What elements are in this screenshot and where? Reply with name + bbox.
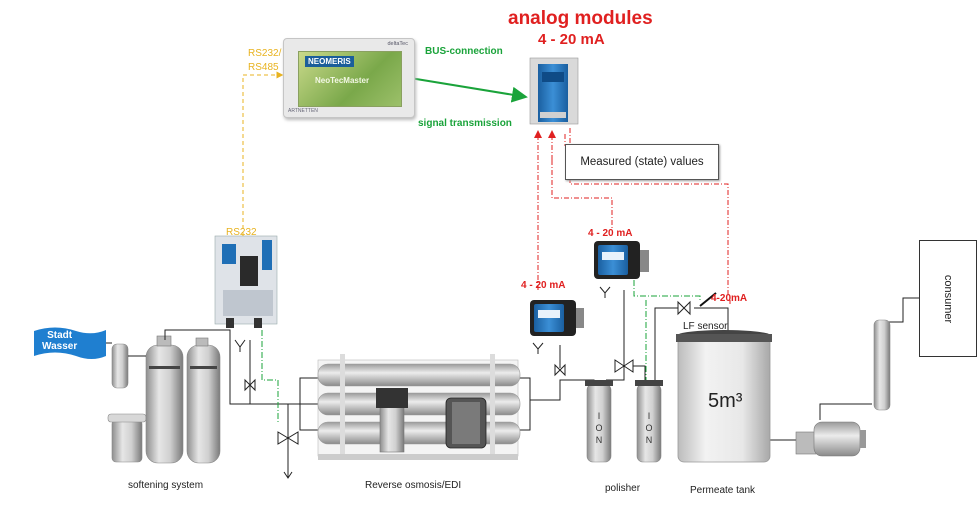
signal-transmission-label: signal transmission (418, 118, 512, 129)
controller-foot: ARTNETTEN (288, 108, 318, 114)
measurement-device-1 (530, 300, 584, 336)
permeate-tank (676, 330, 772, 463)
rs232-label: RS232 (226, 227, 257, 238)
caption-polisher: polisher (605, 483, 641, 494)
ion-letter: N (645, 435, 653, 445)
controller-panel: deltaTec NEOMERIS NeoTecMaster ARTNETTEN (283, 38, 415, 118)
analog-module-device (529, 57, 579, 125)
bus-connection-arrow (394, 67, 528, 103)
rs232-rs485-link (242, 71, 284, 236)
pump (795, 421, 866, 457)
city-water-source (34, 327, 106, 359)
dosing-controller (214, 235, 278, 328)
ion-letter: I (647, 411, 651, 421)
analog-modules-subtitle: 4 - 20 mA (538, 31, 605, 48)
ion-letter: O (645, 423, 653, 433)
ion-label-2: I O N (643, 410, 655, 446)
consumer-box: consumer (919, 240, 977, 357)
drain-symbols (234, 286, 611, 479)
signal-label-2: 4 - 20 mA (588, 228, 633, 239)
caption-reverse-osmosis: Reverse osmosis/EDI (365, 480, 462, 491)
city-water-line2: Wasser (42, 341, 78, 352)
polisher-columns (585, 380, 663, 463)
valves (244, 300, 691, 445)
softening-system (107, 335, 221, 464)
neomeris-logo: NEOMERIS (305, 56, 354, 67)
measurement-device-2 (594, 241, 649, 279)
ion-letter: O (595, 423, 603, 433)
caption-softening: softening system (128, 480, 204, 491)
ion-label-1: I O N (593, 410, 605, 446)
tank-volume: 5m³ (708, 390, 743, 412)
green-signal-lines (261, 280, 701, 424)
consumer-column (873, 319, 891, 411)
ion-letter: N (595, 435, 603, 445)
city-water-line1: Stadt (47, 330, 73, 341)
lf-sensor-label: LF sensor (683, 321, 728, 332)
rs232-rs485-label-1: RS232/ (248, 48, 282, 59)
lf-sensor-mark (699, 292, 717, 307)
caption-permeate-tank: Permeate tank (690, 485, 756, 496)
reverse-osmosis-unit (317, 354, 521, 460)
consumer-label: consumer (942, 274, 954, 323)
controller-brand: deltaTec (387, 41, 409, 47)
measured-values-box: Measured (state) values (565, 144, 719, 180)
signal-label-1: 4 - 20 mA (521, 280, 566, 291)
rs232-rs485-label-2: RS485 (248, 62, 279, 73)
controller-product: NeoTecMaster (315, 76, 370, 85)
city-water-label: Stadt Wasser (42, 330, 77, 352)
controller-screen: NEOMERIS NeoTecMaster (298, 51, 402, 107)
pipes (106, 290, 919, 478)
analog-modules-title: analog modules (508, 8, 653, 29)
ion-letter: I (597, 411, 601, 421)
bus-connection-label: BUS-connection (425, 46, 503, 57)
signal-label-3: 4-20mA (711, 293, 748, 304)
